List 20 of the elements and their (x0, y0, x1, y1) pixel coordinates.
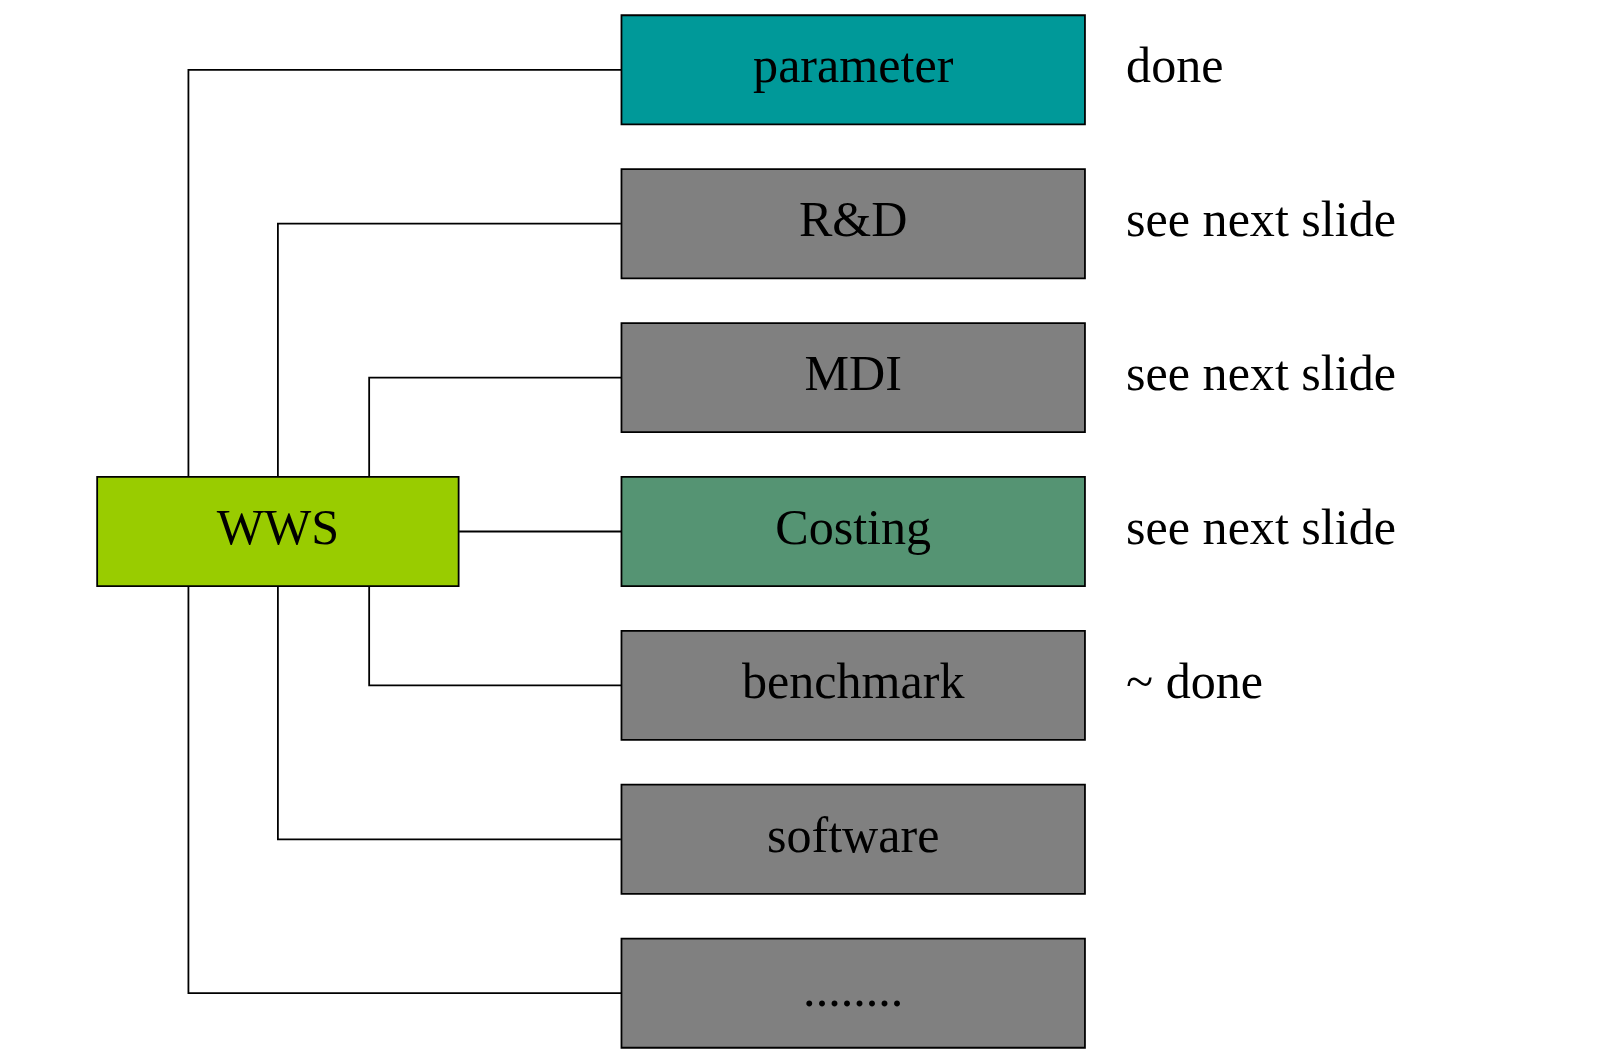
node-box: Costing (620, 476, 1086, 587)
connector (277, 585, 622, 841)
node-box: MDI (620, 322, 1086, 434)
connector (187, 585, 623, 995)
node-box: parameter (620, 14, 1086, 126)
connector (368, 585, 622, 687)
connector (368, 376, 622, 478)
node-box: ........ (620, 937, 1086, 1049)
node-label: see next slide (1126, 344, 1396, 401)
connector (187, 68, 623, 478)
node-box: software (620, 783, 1086, 895)
node-box: R&D (620, 168, 1086, 280)
node-box: benchmark (620, 629, 1086, 741)
node-box: WWS (96, 476, 460, 587)
connector (458, 530, 622, 533)
node-label: see next slide (1126, 191, 1396, 248)
node-label: ~ done (1126, 652, 1264, 709)
node-label: done (1126, 37, 1224, 94)
node-label: see next slide (1126, 498, 1396, 555)
connector (277, 222, 622, 478)
